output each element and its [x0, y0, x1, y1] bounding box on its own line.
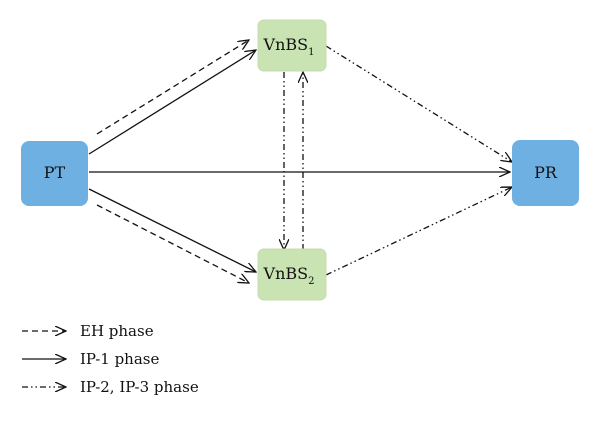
node-pr: PR	[512, 140, 579, 206]
edge-pt-vnbs2-eh	[96, 204, 249, 283]
node-vnbs1-box	[257, 19, 327, 72]
edge-vnbs1-pr-ip23	[325, 45, 512, 162]
node-vnbs1-label: VnBS	[263, 35, 309, 54]
edges	[88, 40, 512, 283]
legend-item-ip23: IP-2, IP-3 phase	[22, 378, 199, 396]
legend-eh-label: EH phase	[80, 322, 154, 340]
node-pr-box	[512, 140, 579, 206]
node-vnbs1-label-group: VnBS1	[263, 35, 315, 58]
node-pt: PT	[21, 141, 88, 206]
node-vnbs2-subscript: 2	[308, 276, 314, 287]
node-vnbs2-label: VnBS	[263, 264, 309, 283]
node-vnbs2: VnBS2	[257, 248, 327, 301]
node-pt-label: PT	[44, 163, 66, 182]
legend-ip23-label: IP-2, IP-3 phase	[80, 378, 199, 396]
node-vnbs1: VnBS1	[257, 19, 327, 72]
node-pt-box	[21, 141, 88, 206]
edge-pt-vnbs1-eh	[96, 40, 249, 135]
legend-ip1-label: IP-1 phase	[80, 350, 159, 368]
legend-item-eh: EH phase	[22, 322, 154, 340]
legend: EH phase IP-1 phase IP-2, IP-3 phase	[22, 322, 199, 396]
node-vnbs2-label-group: VnBS2	[263, 264, 315, 287]
node-pr-label: PR	[534, 163, 558, 182]
node-vnbs2-box	[257, 248, 327, 301]
edge-pt-vnbs2-ip1	[88, 188, 256, 272]
legend-item-ip1: IP-1 phase	[22, 350, 159, 368]
node-vnbs1-subscript: 1	[308, 47, 314, 58]
edge-pt-vnbs1-ip1	[88, 50, 256, 155]
edge-vnbs2-pr-ip23	[325, 187, 512, 276]
